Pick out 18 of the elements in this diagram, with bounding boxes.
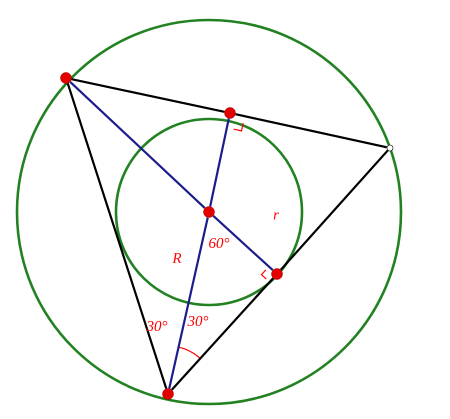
line-segment	[280, 150, 389, 270]
angle-label: 30°	[188, 316, 208, 326]
angle-label: r	[274, 212, 279, 220]
line-segment	[212, 215, 274, 271]
line-segment	[71, 78, 225, 113]
line-segment	[168, 217, 209, 389]
point	[203, 206, 215, 218]
angle-label: 60°	[209, 238, 230, 248]
point	[386, 144, 394, 152]
line-segment	[209, 118, 230, 207]
point	[60, 72, 72, 84]
line-segment	[235, 113, 388, 148]
line-segment	[66, 83, 168, 389]
line-segment	[171, 278, 274, 390]
angle-label: R	[172, 253, 182, 263]
line-segment	[69, 81, 206, 209]
point	[162, 388, 174, 400]
angle-label: 30°	[146, 320, 168, 332]
